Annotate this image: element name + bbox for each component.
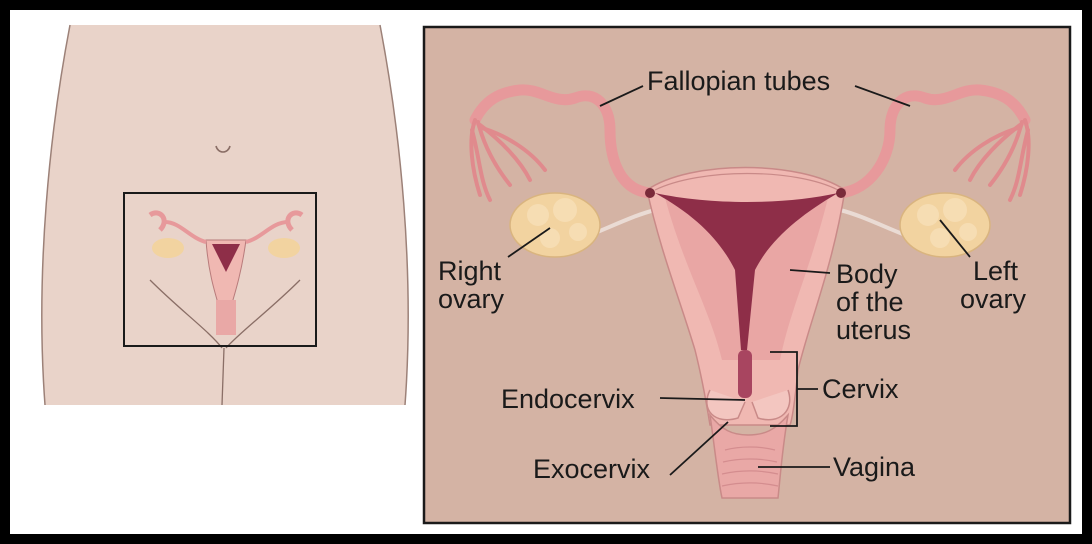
label-exocervix: Exocervix [533, 454, 651, 484]
label-fallopian-tubes: Fallopian tubes [647, 66, 830, 96]
label-cervix: Cervix [822, 374, 899, 404]
anatomy-diagram: Fallopian tubes Right ovary Left ovary B… [10, 10, 1082, 534]
label-left-ovary-2: ovary [960, 284, 1027, 314]
label-right-ovary-2: ovary [438, 284, 505, 314]
label-right-ovary-1: Right [438, 256, 502, 286]
label-body-3: uterus [836, 315, 911, 345]
torso-overview [42, 25, 408, 405]
illustration-canvas: Fallopian tubes Right ovary Left ovary B… [10, 10, 1082, 534]
label-vagina: Vagina [833, 452, 916, 482]
label-body-1: Body [836, 259, 898, 289]
label-endocervix: Endocervix [501, 384, 635, 414]
torso-silhouette [42, 25, 408, 405]
right-ovary [510, 193, 600, 257]
label-body-2: of the [836, 287, 904, 317]
label-left-ovary-1: Left [973, 256, 1019, 286]
endocervical-canal [738, 350, 752, 398]
